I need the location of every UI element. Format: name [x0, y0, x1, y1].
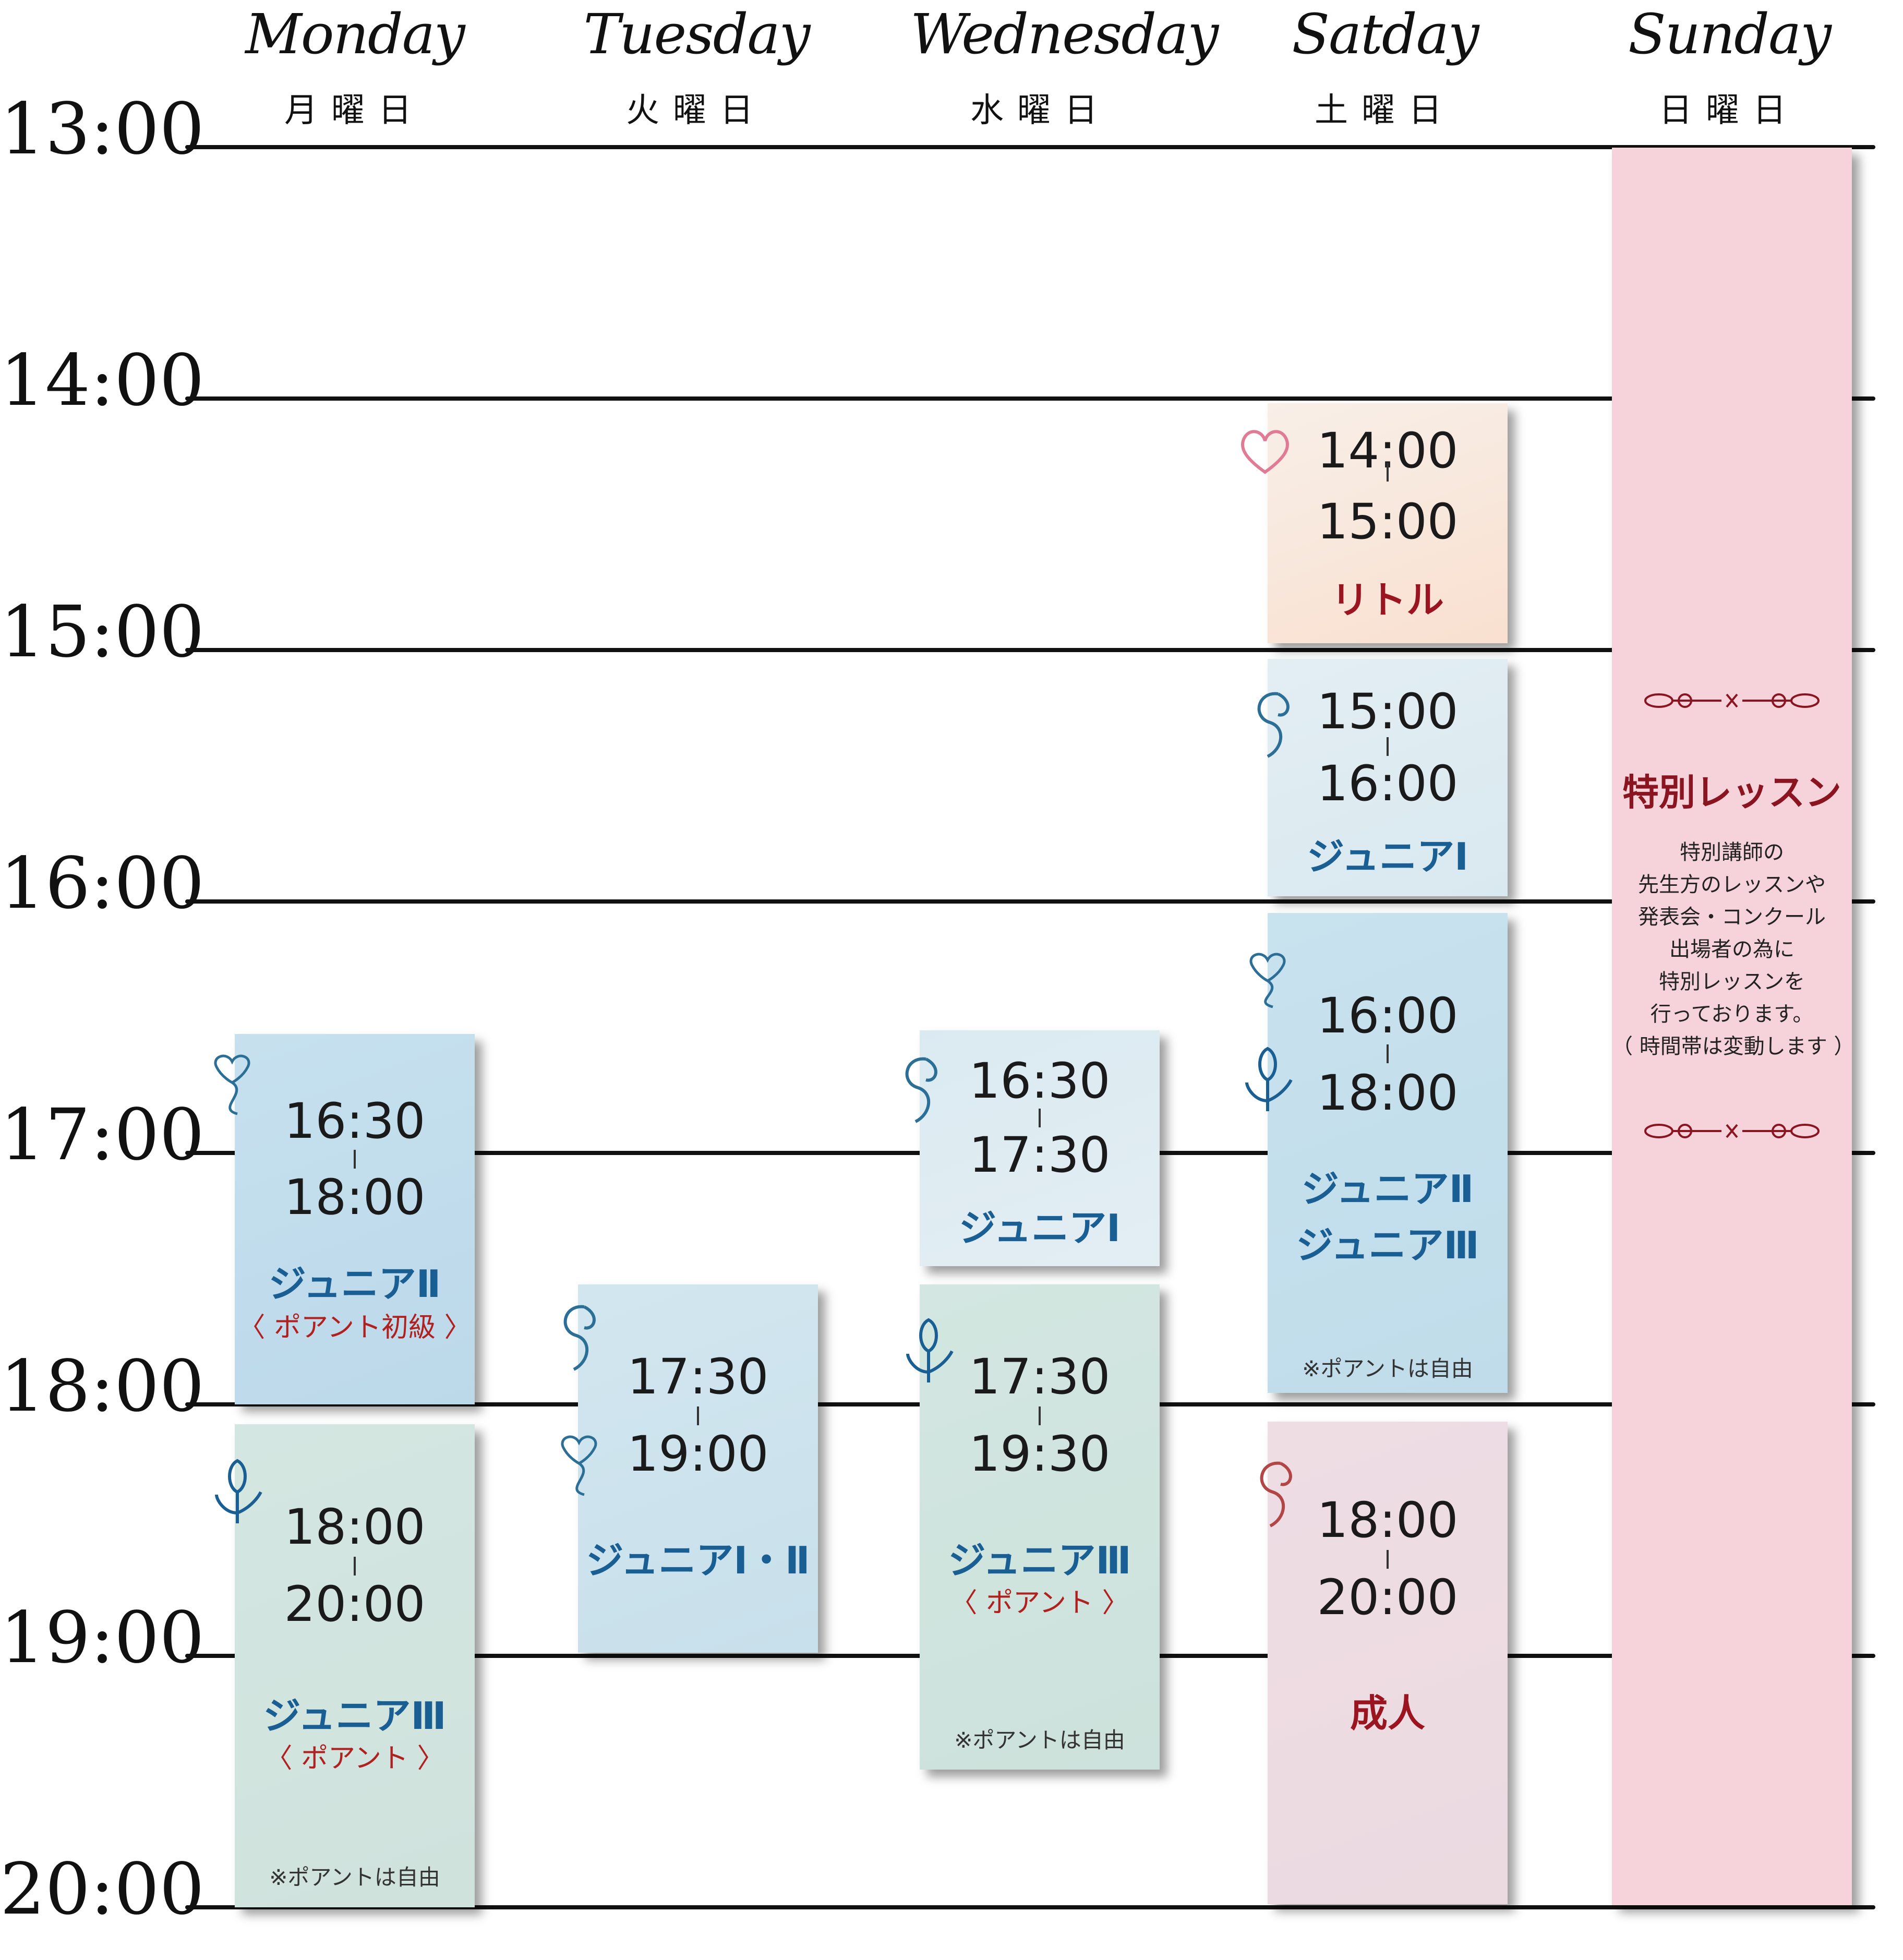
feather-swirl-icon [1260, 1461, 1292, 1528]
tulip-icon [906, 1318, 954, 1382]
class-name: ジュニアⅠ [1307, 835, 1468, 879]
end-time: 15:00 [1317, 494, 1459, 550]
hour-label: 19:00 [0, 1597, 204, 1679]
special-lesson-line: （ 時間帯は変動します ） [1612, 1035, 1855, 1059]
hour-line [185, 145, 1875, 149]
class-name: ジュニアⅠ [959, 1206, 1121, 1250]
class-name: 成人 [1350, 1691, 1425, 1735]
day-saturday-jp: 土曜日 [1315, 91, 1455, 130]
special-lesson-title: 特別レッスン [1622, 771, 1841, 814]
flourish-divider-icon [1644, 1124, 1820, 1138]
time-separator [1039, 1109, 1041, 1127]
hour-label: 15:00 [0, 591, 204, 674]
time-separator [697, 1406, 699, 1425]
class-subtitle: 〈 ポアント初級 〉 [238, 1312, 472, 1343]
hour-label: 18:00 [0, 1345, 204, 1428]
start-time: 16:30 [969, 1053, 1111, 1110]
tulip-icon [1245, 1047, 1293, 1111]
special-lesson-line: 出場者の為に [1669, 937, 1794, 961]
day-wednesday-en: Wednesday [910, 2, 1219, 66]
end-time: 17:30 [969, 1127, 1111, 1184]
heart-swirl-icon [1249, 953, 1286, 1008]
day-tuesday-en: Tuesday [583, 2, 810, 66]
end-time: 20:00 [284, 1576, 426, 1633]
pointe-note: ※ポアントは自由 [954, 1727, 1125, 1753]
feather-swirl-icon [1257, 692, 1290, 758]
end-time: 18:00 [1317, 1065, 1459, 1122]
day-wednesday-jp: 水曜日 [970, 91, 1111, 130]
start-time: 15:00 [1317, 683, 1459, 740]
hour-label: 17:00 [0, 1094, 204, 1176]
time-separator [1387, 1044, 1389, 1063]
special-lesson-line: 特別レッスンを [1659, 970, 1805, 994]
class-block-wednesday-1: 16:30 17:30 ジュニアⅠ [920, 1030, 1160, 1266]
class-block-monday-1: 16:30 18:00 ジュニアⅡ 〈 ポアント初級 〉 [235, 1034, 475, 1404]
class-block-saturday-1: 14:00 15:00 リトル [1268, 403, 1508, 643]
feather-swirl-icon [905, 1057, 937, 1123]
class-block-saturday-3: 16:00 18:00 ジュニアⅡ ジュニアⅢ ※ポアントは自由 [1268, 913, 1508, 1393]
class-name: ジュニアⅢ [948, 1538, 1131, 1582]
day-sunday-en: Sunday [1628, 2, 1832, 66]
class-name: ジュニアⅢ [263, 1694, 447, 1738]
pointe-note: ※ポアントは自由 [269, 1865, 440, 1890]
time-separator [1387, 463, 1389, 482]
end-time: 18:00 [284, 1169, 426, 1226]
start-time: 18:00 [284, 1499, 426, 1556]
class-subtitle: 〈 ポアント 〉 [265, 1743, 444, 1774]
special-lesson-line: 発表会・コンクール [1638, 905, 1826, 929]
special-lesson-line: 特別講師の [1680, 840, 1784, 864]
day-sunday-jp: 日曜日 [1659, 91, 1800, 130]
special-lesson-line: 行っております。 [1650, 1002, 1814, 1026]
class-block-wednesday-2: 17:30 19:30 ジュニアⅢ 〈 ポアント 〉 ※ポアントは自由 [920, 1284, 1160, 1770]
special-lesson-block: 特別レッスン 特別講師の 先生方のレッスンや 発表会・コンクール 出場者の為に … [1612, 148, 1855, 1905]
end-time: 20:00 [1317, 1569, 1459, 1626]
tulip-icon [215, 1459, 262, 1523]
day-monday-jp: 月曜日 [284, 91, 425, 130]
end-time: 19:30 [969, 1426, 1111, 1483]
time-separator [1387, 1550, 1389, 1569]
flourish-divider-icon [1644, 693, 1820, 708]
start-time: 17:30 [627, 1349, 769, 1405]
start-time: 18:00 [1317, 1492, 1459, 1549]
hour-line [185, 396, 1875, 401]
start-time: 17:30 [969, 1349, 1111, 1405]
day-saturday-en: Satday [1292, 2, 1479, 66]
day-tuesday-jp: 火曜日 [626, 91, 767, 130]
special-lesson-line: 先生方のレッスンや [1638, 873, 1826, 897]
start-time: 16:00 [1317, 988, 1459, 1044]
day-monday-en: Monday [245, 2, 465, 66]
hour-label: 16:00 [0, 843, 204, 925]
class-name-2: ジュニアⅢ [1296, 1223, 1479, 1267]
heart-icon [1240, 430, 1290, 474]
time-separator [354, 1557, 356, 1576]
class-name: リトル [1331, 578, 1444, 622]
start-time: 16:30 [284, 1093, 426, 1150]
end-time: 16:00 [1317, 755, 1459, 812]
end-time: 19:00 [627, 1426, 769, 1483]
class-block-tuesday-1: 17:30 19:00 ジュニアⅠ・Ⅱ [578, 1284, 818, 1653]
heart-swirl-icon [561, 1435, 597, 1496]
hour-label: 14:00 [0, 340, 204, 422]
class-block-saturday-4: 18:00 20:00 成人 [1268, 1422, 1508, 1904]
class-name: ジュニアⅡ [1301, 1167, 1474, 1211]
feather-swirl-icon [563, 1305, 596, 1371]
pointe-note: ※ポアントは自由 [1302, 1356, 1473, 1381]
hour-line [185, 648, 1875, 652]
class-name: ジュニアⅡ [268, 1262, 441, 1306]
class-name: ジュニアⅠ・Ⅱ [586, 1538, 810, 1582]
hour-line [185, 899, 1875, 904]
time-separator [1039, 1406, 1041, 1425]
class-block-saturday-2: 15:00 16:00 ジュニアⅠ [1268, 659, 1508, 896]
heart-swirl-icon [214, 1054, 250, 1115]
time-separator [1387, 737, 1389, 756]
time-separator [354, 1150, 356, 1169]
class-block-monday-2: 18:00 20:00 ジュニアⅢ 〈 ポアント 〉 ※ポアントは自由 [235, 1424, 475, 1907]
class-subtitle: 〈 ポアント 〉 [950, 1588, 1129, 1619]
hour-label: 13:00 [0, 88, 204, 171]
hour-line [185, 1905, 1875, 1909]
hour-label: 20:00 [0, 1848, 204, 1931]
